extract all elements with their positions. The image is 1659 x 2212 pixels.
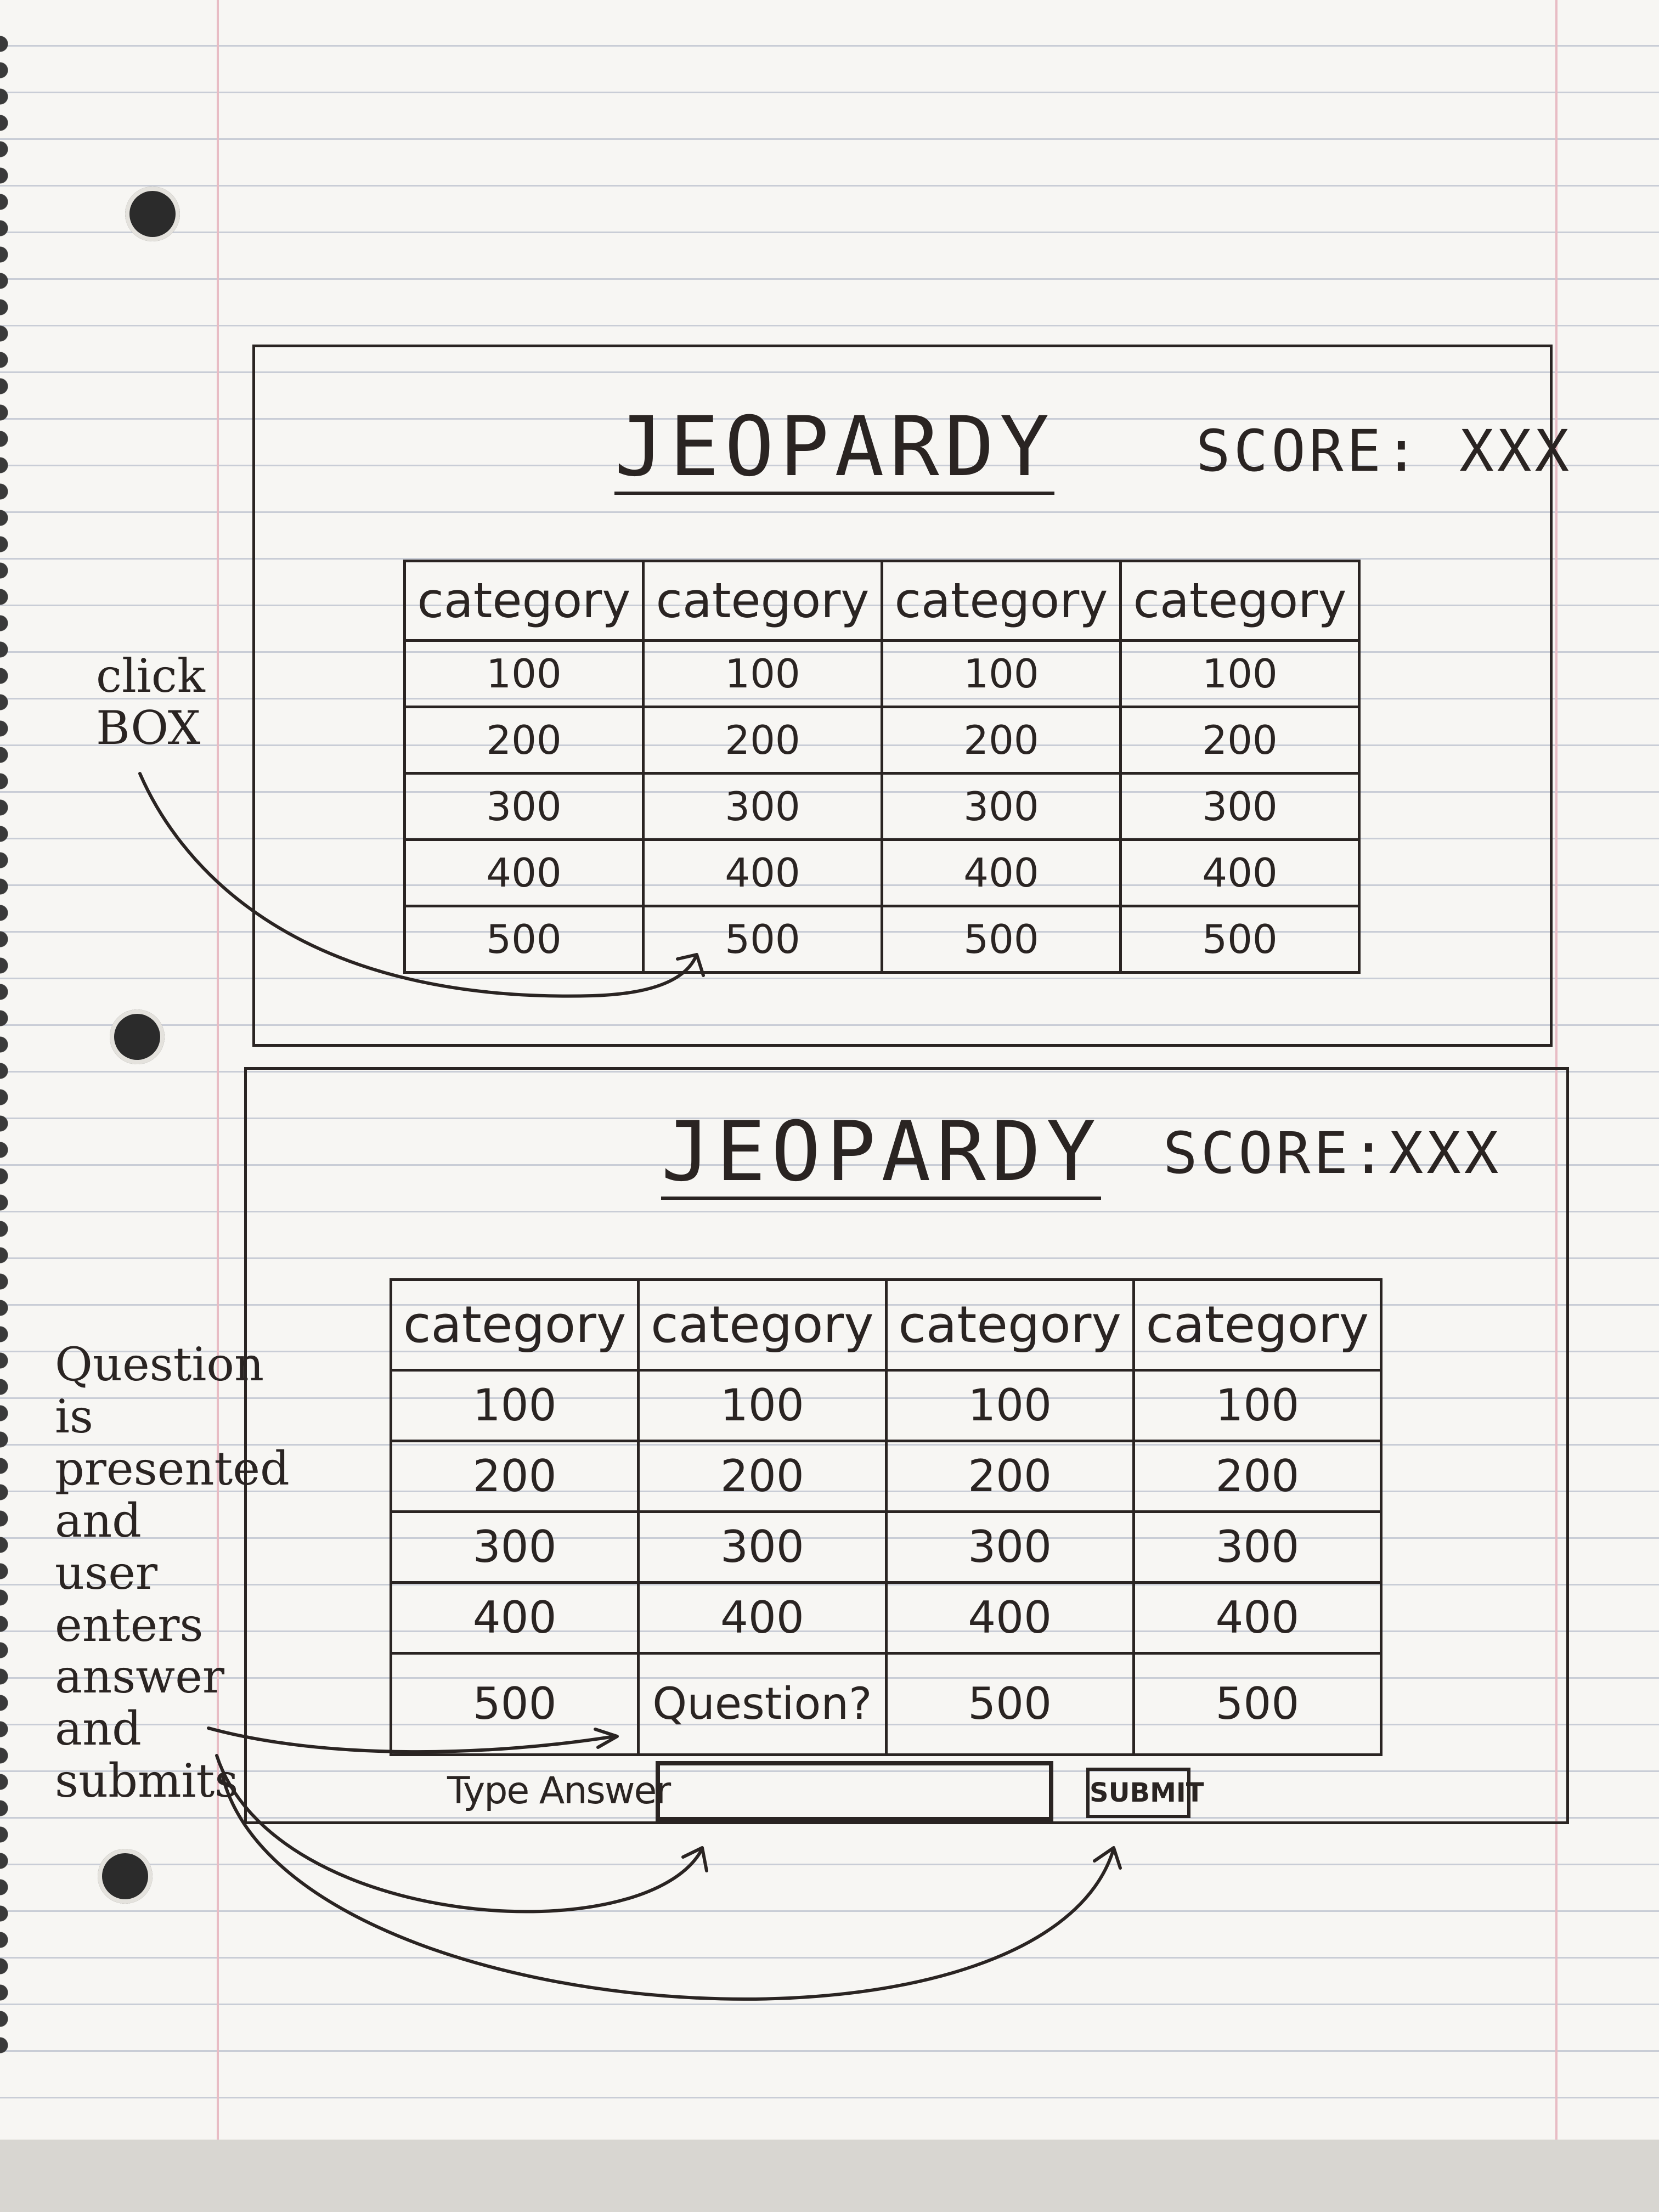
point-value-cell[interactable]: 100 <box>637 1369 888 1442</box>
point-value-cell[interactable]: 100 <box>881 639 1122 708</box>
point-value-cell[interactable]: 400 <box>642 838 883 907</box>
point-value-cell[interactable]: 400 <box>637 1581 888 1655</box>
point-value-cell[interactable]: 200 <box>642 706 883 775</box>
point-value-cell[interactable]: 100 <box>884 1369 1135 1442</box>
submit-button[interactable]: SUBMIT <box>1086 1768 1204 1818</box>
category-header: category <box>637 1278 888 1372</box>
point-value-cell[interactable]: 100 <box>642 639 883 708</box>
page-title: JEOPARDY <box>614 399 1055 495</box>
arrow-to-input <box>215 1754 704 1914</box>
point-value-cell[interactable]: 300 <box>881 772 1122 841</box>
point-value-cell[interactable]: 200 <box>403 706 645 775</box>
category-header: category <box>881 560 1122 642</box>
point-value-cell[interactable]: 500 <box>884 1652 1135 1756</box>
point-value-cell[interactable]: 100 <box>1132 1369 1383 1442</box>
spiral-binding <box>0 33 16 2063</box>
score-display: SCORE: XXX <box>1196 417 1573 484</box>
question-cell[interactable]: Question? <box>637 1652 888 1756</box>
page-title: JEOPARDY <box>661 1104 1102 1200</box>
punch-hole <box>98 1849 153 1904</box>
point-value-cell[interactable]: 200 <box>1132 1440 1383 1513</box>
point-value-cell[interactable]: 500 <box>403 905 645 974</box>
point-value-cell[interactable]: 200 <box>637 1440 888 1513</box>
point-value-cell[interactable]: 400 <box>389 1581 640 1655</box>
category-header: category <box>389 1278 640 1372</box>
punch-hole <box>110 1009 165 1064</box>
point-value-cell[interactable]: 200 <box>881 706 1122 775</box>
point-value-cell[interactable]: 400 <box>881 838 1122 907</box>
arrow-to-submit <box>221 1773 1115 2001</box>
margin-line-right <box>1555 0 1558 2167</box>
point-value-cell[interactable]: 400 <box>403 838 645 907</box>
answer-input[interactable] <box>656 1761 1053 1821</box>
point-value-cell[interactable]: 100 <box>1119 639 1361 708</box>
margin-line-left <box>217 0 219 2167</box>
category-header: category <box>403 560 645 642</box>
annotation-click-box: click BOX <box>96 649 205 755</box>
category-header: category <box>642 560 883 642</box>
point-value-cell[interactable]: 300 <box>403 772 645 841</box>
point-value-cell[interactable]: 300 <box>642 772 883 841</box>
category-header: category <box>1119 560 1361 642</box>
point-value-cell[interactable]: 300 <box>637 1510 888 1584</box>
point-value-cell[interactable]: 400 <box>884 1581 1135 1655</box>
category-header: category <box>884 1278 1135 1372</box>
point-value-cell[interactable]: 300 <box>884 1510 1135 1584</box>
point-value-cell[interactable]: 300 <box>1119 772 1361 841</box>
point-value-cell[interactable]: 200 <box>389 1440 640 1513</box>
category-header: category <box>1132 1278 1383 1372</box>
punch-hole <box>125 187 180 241</box>
point-value-cell[interactable]: 400 <box>1119 838 1361 907</box>
point-value-cell[interactable]: 300 <box>389 1510 640 1584</box>
point-value-cell[interactable]: 500 <box>1132 1652 1383 1756</box>
notebook-paper <box>0 0 1659 2167</box>
point-value-cell[interactable]: 400 <box>1132 1581 1383 1655</box>
table-surface <box>0 2140 1659 2212</box>
point-value-cell[interactable]: 200 <box>1119 706 1361 775</box>
screen-2-frame <box>244 1067 1569 1824</box>
arrow-to-question <box>207 1726 616 1754</box>
screen-1-frame <box>252 345 1553 1047</box>
answer-label: Type Answer <box>447 1769 671 1813</box>
point-value-cell[interactable]: 100 <box>389 1369 640 1442</box>
score-display: SCORE:XXX <box>1163 1120 1502 1187</box>
arrow-to-input-head <box>681 1846 708 1872</box>
point-value-cell[interactable]: 500 <box>642 905 883 974</box>
point-value-cell[interactable]: 300 <box>1132 1510 1383 1584</box>
arrow-click-box-head <box>676 953 705 977</box>
arrow-click-box <box>138 772 698 998</box>
arrow-to-question-head <box>594 1728 619 1749</box>
point-value-cell[interactable]: 100 <box>403 639 645 708</box>
annotation-question-presented: Question is presented and user enters an… <box>55 1338 290 1808</box>
point-value-cell[interactable]: 500 <box>1119 905 1361 974</box>
point-value-cell[interactable]: 500 <box>881 905 1122 974</box>
arrow-to-submit-head <box>1093 1846 1122 1870</box>
point-value-cell[interactable]: 200 <box>884 1440 1135 1513</box>
